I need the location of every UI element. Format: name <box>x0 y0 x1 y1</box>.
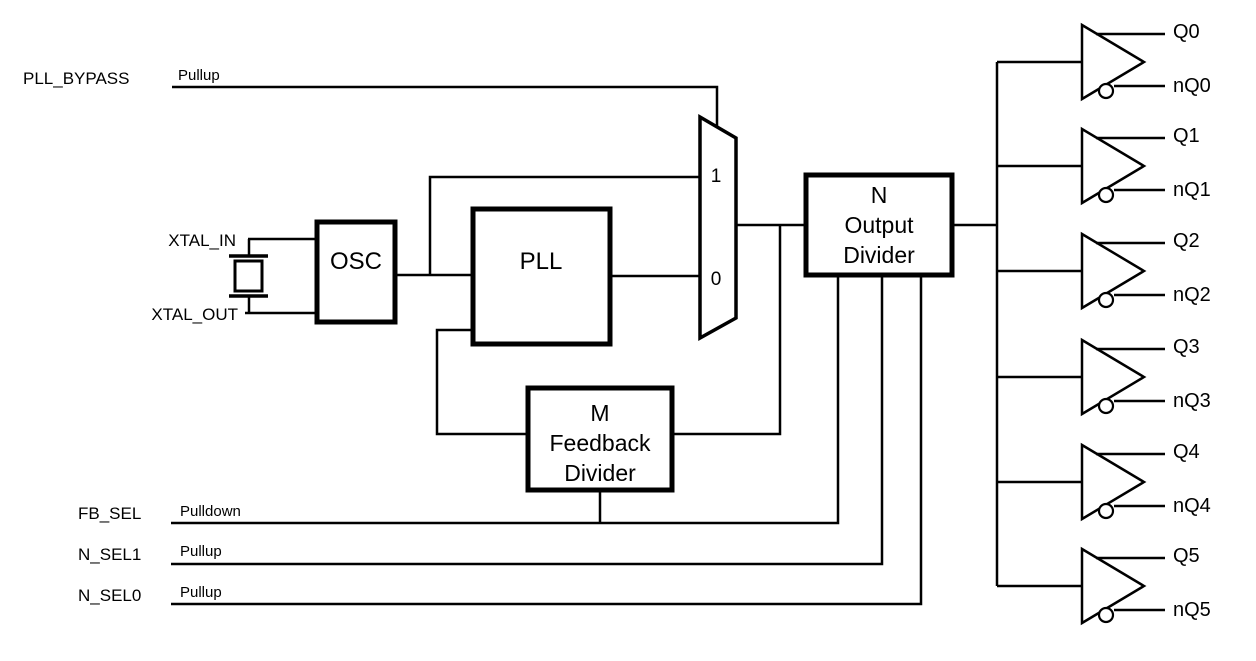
m-feedback-divider-label-line3: Divider <box>564 460 636 486</box>
wire-n-sel0 <box>171 274 923 606</box>
wire-mdiv-to-pll <box>435 328 530 436</box>
q-output-label: Q0 <box>1173 21 1200 43</box>
output-buffer-q0: Q0 nQ0 <box>997 21 1211 102</box>
osc-block: OSC <box>314 219 398 325</box>
nq-output-label: nQ3 <box>1173 390 1211 412</box>
q-output-label: Q3 <box>1173 336 1200 358</box>
output-buffer-q3: Q3 nQ3 <box>997 336 1211 417</box>
mux-shape <box>698 113 738 341</box>
m-feedback-divider-box <box>525 385 675 493</box>
inversion-bubble-icon <box>1097 606 1115 624</box>
n-output-divider-label-line1: N <box>871 182 888 208</box>
wire-pll-bypass <box>172 85 719 128</box>
crystal-symbol <box>229 254 268 298</box>
nq-output-label: nQ2 <box>1173 284 1211 306</box>
nq-output-label: nQ0 <box>1173 75 1211 97</box>
n-output-divider-label-line3: Divider <box>843 242 915 268</box>
buffer-triangle-icon <box>1080 337 1147 417</box>
fb-sel-resistor-label: Pulldown <box>180 503 241 520</box>
n-sel0-label: N_SEL0 <box>78 586 141 605</box>
pll-bypass-label: PLL_BYPASS <box>23 69 129 88</box>
input-signal-labels: PLL_BYPASS Pullup XTAL_IN XTAL_OUT FB_SE… <box>23 67 241 605</box>
m-feedback-divider-block: M Feedback Divider <box>525 385 675 493</box>
wire-n-sel1 <box>171 274 884 566</box>
xtal-in-label: XTAL_IN <box>168 231 236 250</box>
wire-feedback-tap <box>670 225 782 436</box>
output-buffer-q4: Q4 nQ4 <box>997 441 1211 522</box>
m-feedback-divider-label-line2: Feedback <box>549 430 651 456</box>
inversion-bubble-icon <box>1097 291 1115 309</box>
crystal-body <box>233 259 264 293</box>
q-output-label: Q5 <box>1173 545 1200 567</box>
inversion-bubble-icon <box>1097 397 1115 415</box>
wire-osc-to-mux1 <box>428 175 702 275</box>
buffer-triangle-icon <box>1080 546 1147 626</box>
output-buffer-q5: Q5 nQ5 <box>997 545 1211 626</box>
osc-box <box>314 219 398 325</box>
nq-output-label: nQ4 <box>1173 495 1211 517</box>
mux-input-0-label: 0 <box>711 269 722 290</box>
n-sel1-label: N_SEL1 <box>78 545 141 564</box>
pll-block: PLL <box>470 206 613 347</box>
buffer-triangle-icon <box>1080 231 1147 311</box>
nq-output-label: nQ5 <box>1173 599 1211 621</box>
buffer-triangle-icon <box>1080 442 1147 522</box>
xtal-out-label: XTAL_OUT <box>151 305 238 324</box>
mux-input-1-label: 1 <box>711 166 722 187</box>
n-output-divider-label-line2: Output <box>844 212 914 238</box>
pll-bypass-resistor-label: Pullup <box>178 67 220 84</box>
q-output-label: Q2 <box>1173 230 1200 252</box>
n-sel1-resistor-label: Pullup <box>180 543 222 560</box>
n-output-divider-box <box>803 172 955 278</box>
output-buffer-q2: Q2 nQ2 <box>997 230 1211 311</box>
output-buffer-q1: Q1 nQ1 <box>997 125 1211 206</box>
buffer-triangle-icon <box>1080 22 1147 102</box>
q-output-label: Q4 <box>1173 441 1200 463</box>
q-output-label: Q1 <box>1173 125 1200 147</box>
fb-sel-label: FB_SEL <box>78 504 141 523</box>
osc-label: OSC <box>330 248 382 275</box>
pll-label: PLL <box>520 248 563 275</box>
buffer-triangle-icon <box>1080 126 1147 206</box>
n-sel0-resistor-label: Pullup <box>180 584 222 601</box>
nq-output-label: nQ1 <box>1173 179 1211 201</box>
wires <box>171 62 999 606</box>
inversion-bubble-icon <box>1097 502 1115 520</box>
wire-fb-sel <box>171 274 840 525</box>
inversion-bubble-icon <box>1097 82 1115 100</box>
pll-box <box>470 206 613 347</box>
m-feedback-divider-label-line1: M <box>590 400 609 426</box>
bypass-mux: 1 0 <box>698 113 738 341</box>
inversion-bubble-icon <box>1097 186 1115 204</box>
n-output-divider-block: N Output Divider <box>803 172 955 278</box>
